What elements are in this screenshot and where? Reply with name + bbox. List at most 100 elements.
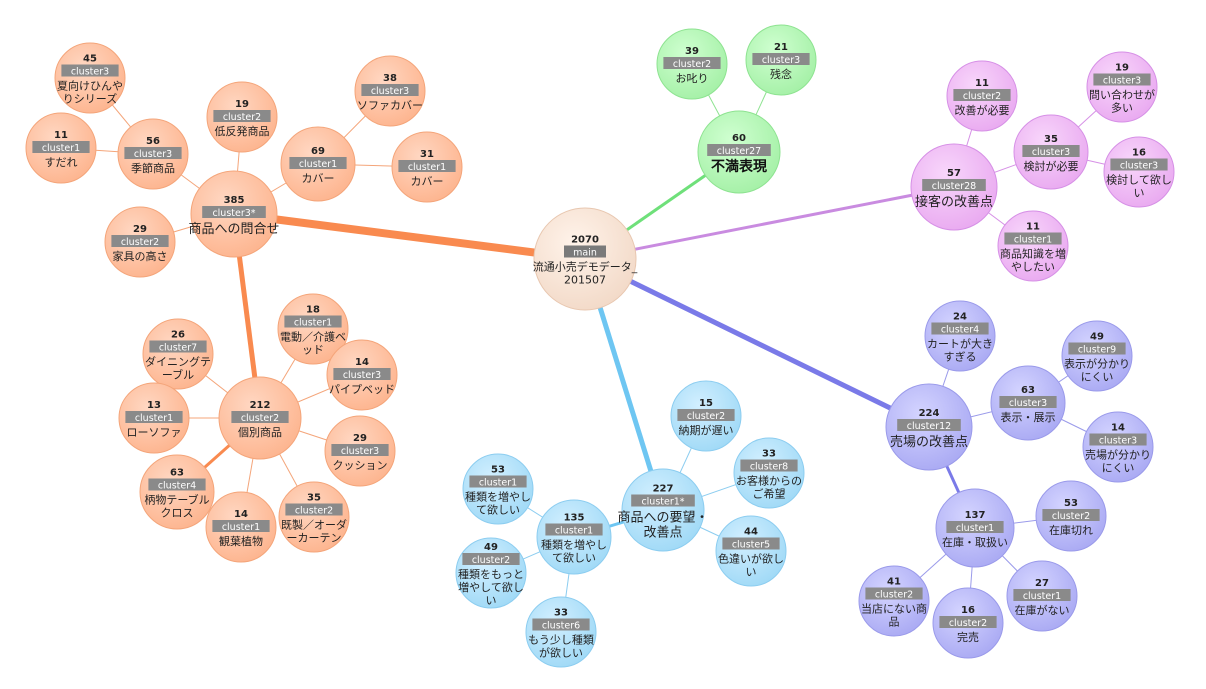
node-bubble[interactable] bbox=[462, 453, 534, 525]
cluster-tag-text: cluster3 bbox=[134, 149, 172, 160]
node-bubble[interactable] bbox=[997, 210, 1069, 282]
node-label-line: 表示・展示 bbox=[1001, 410, 1056, 424]
cluster-tag-badge bbox=[213, 110, 271, 122]
node-label-line: 問い合わせが bbox=[1089, 88, 1155, 102]
node-count: 16 bbox=[961, 605, 975, 616]
node-label-line: 検討が必要 bbox=[1024, 159, 1079, 173]
cluster-tag-text: cluster2 bbox=[1052, 511, 1090, 522]
edge-main-b1 bbox=[583, 256, 931, 430]
node-count: 224 bbox=[919, 408, 940, 419]
cluster-tag-text: cluster2 bbox=[223, 112, 261, 123]
node-bubble[interactable] bbox=[924, 300, 996, 372]
node-count: 11 bbox=[1026, 222, 1040, 233]
node-label-line: 夏向けひんや bbox=[57, 79, 123, 93]
node-count: 137 bbox=[965, 510, 986, 521]
node-count: 35 bbox=[307, 493, 321, 504]
node-label-line: 商品への問合せ bbox=[188, 222, 279, 237]
node-count: 39 bbox=[685, 46, 699, 57]
node-bubble[interactable] bbox=[733, 437, 805, 509]
node-bubble[interactable] bbox=[858, 565, 930, 637]
node-bubble[interactable] bbox=[1086, 51, 1158, 123]
node-bubble[interactable] bbox=[278, 481, 350, 553]
cluster-tag-badge bbox=[999, 396, 1057, 408]
cluster-tag-text: cluster1 bbox=[1023, 591, 1061, 602]
node-count: 41 bbox=[887, 577, 901, 588]
node-label-line: クッション bbox=[333, 459, 388, 472]
node-label-line: が欲しい bbox=[539, 646, 583, 660]
node-bubble[interactable] bbox=[1082, 411, 1154, 483]
node-bubble[interactable] bbox=[533, 207, 637, 311]
node-bubble[interactable] bbox=[715, 515, 787, 587]
cluster-tag-text: cluster9 bbox=[1078, 345, 1116, 356]
node-bubble[interactable] bbox=[1061, 320, 1133, 392]
node-count: 63 bbox=[170, 468, 184, 479]
node-bubble[interactable] bbox=[536, 499, 612, 575]
node-bubble[interactable] bbox=[525, 596, 597, 668]
node-label-line: ーカーテン bbox=[287, 532, 342, 545]
node-bubble[interactable] bbox=[139, 454, 215, 530]
node-count: 53 bbox=[491, 465, 505, 476]
cluster-tag-text: cluster3 bbox=[1032, 147, 1070, 158]
node-bubble[interactable] bbox=[142, 318, 214, 390]
node-label-line: お客様からの bbox=[736, 474, 802, 488]
node-count: 44 bbox=[744, 527, 758, 538]
node-bubble[interactable] bbox=[277, 293, 349, 365]
cluster-tag-badge bbox=[532, 618, 590, 631]
node-label-line: 増やして欲し bbox=[458, 580, 524, 594]
node-label-line: い bbox=[746, 566, 757, 579]
node-bubble[interactable] bbox=[1103, 136, 1175, 208]
node-bubble[interactable] bbox=[54, 42, 126, 114]
cluster-tag-badge bbox=[398, 160, 456, 172]
node-label-line: りシリーズ bbox=[63, 92, 117, 106]
node-bubble[interactable] bbox=[621, 468, 705, 552]
node-label-line: もう少し種類 bbox=[528, 633, 594, 647]
